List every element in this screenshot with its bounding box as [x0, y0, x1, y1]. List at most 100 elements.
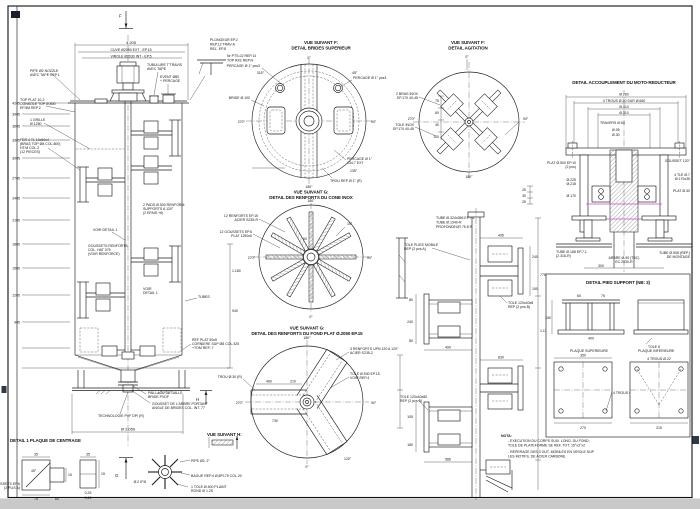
label: TUBULURE T'TRAVIS [147, 63, 183, 67]
label: PLONGEUR EP.2 [210, 38, 238, 42]
label: GOUSSETS RENFORTS [88, 244, 128, 248]
dim-label: TRAVERS Ø.64 [600, 121, 625, 125]
label: TUBE Ø.324x356 EP.7.1 [436, 216, 475, 220]
paddle-assembly [131, 119, 181, 157]
label: REL. EP.8 [210, 47, 226, 51]
dim-label: 0,25 [85, 491, 92, 495]
label: 4 TLE Ø.7 [674, 173, 690, 177]
dim-label: 830 [498, 356, 504, 360]
view-title: DETAIL PIED SUPPORT (NB: 3) [586, 280, 650, 285]
dim-label: 60 [303, 237, 307, 241]
dim-label: 490 [445, 346, 451, 350]
label: VOIR REP.4 [350, 376, 369, 380]
view-title: DETAIL AGITATION [448, 46, 487, 51]
label: REF PLAT 50x5 [192, 338, 217, 342]
label: 2 BRAS INOX [396, 92, 419, 96]
dim-label: 45° [31, 469, 37, 473]
dim-label: 80 [409, 339, 413, 343]
label: BRIDE PVDF [148, 395, 169, 399]
view-renforts-fond-plat: VUE SUIVANT G: DETAIL DES RENFORTS DU FO… [218, 326, 399, 470]
label: 1 GRILLE [30, 118, 46, 122]
nota-block: NOTA: - EXECUTION DU CORPS SUIV. LONG. D… [501, 434, 595, 459]
angle-label: 180° [303, 336, 311, 340]
section-marker-f: F [119, 11, 133, 29]
dim-label: 60 [435, 111, 439, 115]
fond-arm [250, 389, 307, 415]
label: CORNIERE SUP Ø8 COL.325 [192, 342, 239, 346]
dim-label: 60 [577, 294, 581, 298]
view-title: DETAIL ACCOUPLEMENT DU MOTO-REDUCTEUR [572, 80, 676, 85]
dim-label: Ø.05 [612, 128, 620, 132]
label: PERCAGE Ø 1" pcs3 [353, 76, 386, 80]
label: (BRAS TOP Ø8 COL.800) [20, 142, 60, 146]
dim-label: 40 [435, 123, 439, 127]
plaque-part-a: 35 15 75 60 45° 4 GOUSSETS EP.6 (2 PLIS … [0, 453, 72, 502]
annotation: TUBULURE T'TRAVIS AVEC TAPE EVENT Ø80 + … [147, 63, 183, 96]
dim-label: 4205 [12, 102, 20, 106]
pied-plate-top: 350 270 4 TROUS Ø.18 [553, 354, 637, 430]
dim-label: 80 [409, 298, 413, 302]
label: REP.12 TRAV-A [210, 43, 236, 47]
dim-label: 100 [433, 135, 439, 139]
corner-mark [11, 11, 20, 18]
dim-label: 180 [407, 443, 413, 447]
view-title: VUE SUIVANT F: [451, 40, 486, 45]
arm-assembly [480, 459, 513, 493]
view-title: VUE SUIVANT F: [304, 40, 339, 45]
detail-plaque-centrage: DETAIL 1 PLAQUE DE CENTRAGE 35 15 75 60 … [0, 432, 242, 501]
label: TROU REP Ø 1" (R) [330, 179, 362, 183]
paddle-assembly [77, 281, 125, 319]
dim-label: Ø.760 [619, 93, 629, 97]
vue-suivant-h-detail: VUE SUIVANT H: [207, 432, 242, 449]
nota-line: - REPERAGE DES 3 OUT. MOBILES EN VIROLE … [508, 450, 595, 454]
caption: PLAQUE SUPERIEURE [570, 349, 609, 353]
label: 4 TROUS Ø.22 [647, 357, 671, 361]
angle-label: 180° [465, 175, 473, 179]
label: TOLE 120x40x80 [400, 395, 427, 399]
detail-pied-support: DETAIL PIED SUPPORT (NB: 3) 150 60 75 40… [545, 273, 691, 438]
fond-arm [296, 395, 348, 455]
label: TOLE 120x40x8 [508, 301, 533, 305]
dim-label: 3005 [12, 157, 20, 161]
dim-label: 2705 [12, 177, 20, 181]
angle-label: 120° [344, 457, 352, 461]
spider-hub-detail: Ø.2 IP.8 PIPE Ø2. 2" BAGUE REP.4 Ø.8P175… [134, 455, 242, 493]
marker-label: F [119, 14, 122, 19]
label: 2 PADS Ø.530 RENFORM [143, 203, 184, 207]
section-marker-h: H [196, 390, 212, 404]
detail-accouplement: DETAIL ACCOUPLEMENT DU MOTO-REDUCTEUR Ø.… [522, 80, 692, 272]
label: (2 EPAIS.+6) [143, 211, 163, 215]
main-elevation-view: F G H 4 205 CUVE Ø2050 EXT - EP.15 VIROL… [12, 11, 256, 479]
dim-label: 35 [34, 453, 38, 457]
label: 4 TROUS Ø.18 [613, 391, 637, 395]
label: TECHNOLOGIE PVF DPI (R) [98, 414, 144, 418]
label: TUBE Ø.508 (REP.) [659, 251, 690, 255]
nota-line: TOLE DE PLATEFORME SE REF. TOT. 15°x3°x2 [508, 444, 585, 448]
view-title: VUE SUIVANT H: [207, 432, 242, 437]
dim-label: CUVE Ø2050 EXT - EP.15 [110, 48, 151, 52]
view-brides-superieur: VUE SUIVANT F: DETAIL BRIDES SUPERIEUR 0… [227, 40, 387, 189]
paddle-assembly [77, 166, 125, 203]
nota-line: LES MOTIFS, DE ACIER CARBONE. [508, 455, 566, 459]
marker-label: H [196, 397, 199, 402]
dim-label: 150 [545, 316, 551, 320]
label: CONSOLE TOP Ø.800 [20, 102, 56, 106]
label: PLAT Ø.30 [673, 189, 690, 193]
label: TOLE INOX [395, 123, 414, 127]
marker-label: G [115, 473, 119, 478]
label: TUBE Ø.1940-R [436, 221, 462, 225]
pied-side: TOLE 8 [633, 299, 689, 349]
view-renforts-cone: VUE SUIVANT G: DETAIL DES RENFORTS DU CO… [220, 190, 373, 320]
label: ROND Ø 1.25 [191, 489, 213, 493]
label: AVEC TAPE [147, 67, 167, 71]
angle-label: 135° [350, 169, 358, 173]
angle-label: 180° [305, 185, 313, 189]
dim-label: 3605 [12, 125, 20, 129]
section-marker-g: G [115, 457, 133, 479]
dim-label: 2405 [12, 197, 20, 201]
dim-label: 3305 [12, 139, 20, 143]
dim-label: 75 [601, 294, 605, 298]
dim-label: 586 [445, 458, 451, 462]
label: PLAT 1250x6 [231, 234, 252, 238]
